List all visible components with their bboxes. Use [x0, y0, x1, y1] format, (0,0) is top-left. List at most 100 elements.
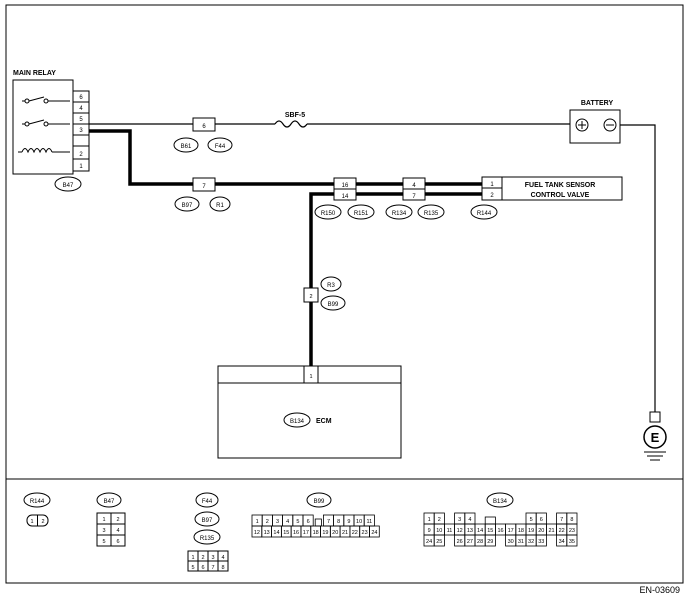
legend-tag-b134 — [486, 492, 514, 508]
legend-name: R135 — [200, 536, 215, 542]
legend-pin: 6 — [540, 517, 543, 523]
connector-tag-label: B47 — [63, 183, 74, 189]
legend-name: F44 — [202, 499, 213, 505]
legend-pin-cell — [535, 534, 547, 547]
legend-pin: 3 — [458, 517, 461, 523]
legend-pin: 28 — [477, 539, 483, 545]
relay-pin: 6 — [79, 95, 83, 101]
fuse-label: SBF-5 — [285, 112, 305, 119]
connector-pin: 6 — [202, 124, 206, 130]
relay-pin: 1 — [79, 164, 83, 170]
legend-pin: 2 — [201, 555, 204, 561]
legend-pin-cell — [484, 534, 496, 547]
legend-key-notch — [484, 516, 496, 525]
relay-pin: 3 — [79, 128, 83, 134]
legend-pin: 8 — [221, 565, 224, 571]
battery-minus-icon — [603, 118, 617, 132]
legend-pin: 9 — [347, 519, 350, 525]
legend-tag-f44 — [195, 492, 219, 508]
legend-pin: 19 — [322, 530, 328, 536]
legend-pin: 29 — [487, 539, 493, 545]
legend-pin: 4 — [221, 555, 224, 561]
connector-tag-r3 — [320, 276, 342, 292]
legend-pin: 23 — [362, 530, 368, 536]
legend-tag-b99 — [306, 492, 332, 508]
ground-icon — [643, 425, 667, 449]
legend-pin: 6 — [307, 519, 310, 525]
legend-pin: 6 — [201, 565, 204, 571]
valve-title-line2: CONTROL VALVE — [531, 192, 590, 199]
connector-tag-r134 — [385, 204, 413, 220]
ecm-title: ECM — [316, 418, 332, 425]
legend-pin: 34 — [559, 539, 565, 545]
legend-pin: 18 — [313, 530, 319, 536]
connector-tag-label: R135 — [424, 211, 439, 217]
legend-pin-cell — [566, 534, 578, 547]
connector-tag-b61 — [173, 137, 199, 153]
legend-pin: 5 — [102, 539, 105, 545]
connector-7 — [192, 177, 216, 192]
legend-pin: 21 — [548, 528, 554, 534]
connector-tag-label: R144 — [477, 211, 492, 217]
connector-tag-f44 — [207, 137, 233, 153]
legend-pin: 1 — [256, 519, 259, 525]
connector-tag-r150 — [314, 204, 342, 220]
legend-pin: 32 — [528, 539, 534, 545]
legend-pin: 9 — [428, 528, 431, 534]
legend-pin: 17 — [508, 528, 514, 534]
legend-pin: 7 — [327, 519, 330, 525]
legend-pin: 31 — [518, 539, 524, 545]
connector-tag-label: B61 — [181, 144, 192, 150]
legend-pin: 13 — [467, 528, 473, 534]
connector-tag-label: B99 — [328, 302, 339, 308]
legend-pin: 12 — [254, 530, 260, 536]
legend-pin: 19 — [528, 528, 534, 534]
legend-frame — [5, 478, 684, 584]
legend-r135-connector — [187, 550, 229, 572]
legend-pin: 12 — [457, 528, 463, 534]
legend-name: B134 — [493, 499, 508, 505]
wires — [89, 120, 656, 412]
battery — [569, 109, 621, 144]
connector-tag-label: F44 — [215, 144, 226, 150]
relay-pin: 5 — [79, 117, 83, 123]
legend-pin: 10 — [436, 528, 442, 534]
legend-name: B47 — [104, 499, 115, 505]
legend-b47-connector — [96, 512, 126, 547]
legend-pin: 23 — [569, 528, 575, 534]
legend-pin: 13 — [264, 530, 270, 536]
connector-pin: 16 — [342, 183, 349, 189]
legend-pin: 24 — [426, 539, 432, 545]
legend-pin: 2 — [41, 519, 44, 525]
legend-pin: 2 — [438, 517, 441, 523]
legend-pin: 22 — [352, 530, 358, 536]
legend-pin: 4 — [116, 528, 119, 534]
battery-title: BATTERY — [581, 100, 614, 107]
connector-tag-label: R151 — [354, 211, 369, 217]
legend-pin: 7 — [211, 565, 214, 571]
legend-pin-cell — [433, 534, 445, 547]
connector-6 — [192, 117, 216, 132]
legend-key-notch — [314, 518, 322, 527]
valve-pin: 1 — [490, 182, 494, 188]
legend-pin: 2 — [266, 519, 269, 525]
connector-tag-r144 — [470, 204, 498, 220]
legend-pin: 2 — [116, 517, 119, 523]
legend-pin: 7 — [560, 517, 563, 523]
legend-pin: 35 — [569, 539, 575, 545]
connector-tag-label: B134 — [290, 419, 305, 425]
legend-pin: 10 — [356, 519, 362, 525]
legend-pin: 4 — [286, 519, 289, 525]
connector-tag-label: R3 — [327, 283, 335, 289]
legend-pin: 4 — [468, 517, 471, 523]
ecm-pin: 1 — [309, 374, 312, 380]
connector-pin: 4 — [412, 183, 416, 189]
legend-pin: 11 — [366, 519, 372, 525]
connector-pin: 2 — [309, 294, 312, 300]
connector-tag-b99 — [320, 295, 346, 311]
legend-pin: 20 — [332, 530, 338, 536]
legend-pin: 33 — [538, 539, 544, 545]
legend-pin: 1 — [30, 519, 33, 525]
connector-tag-label: R150 — [321, 211, 336, 217]
